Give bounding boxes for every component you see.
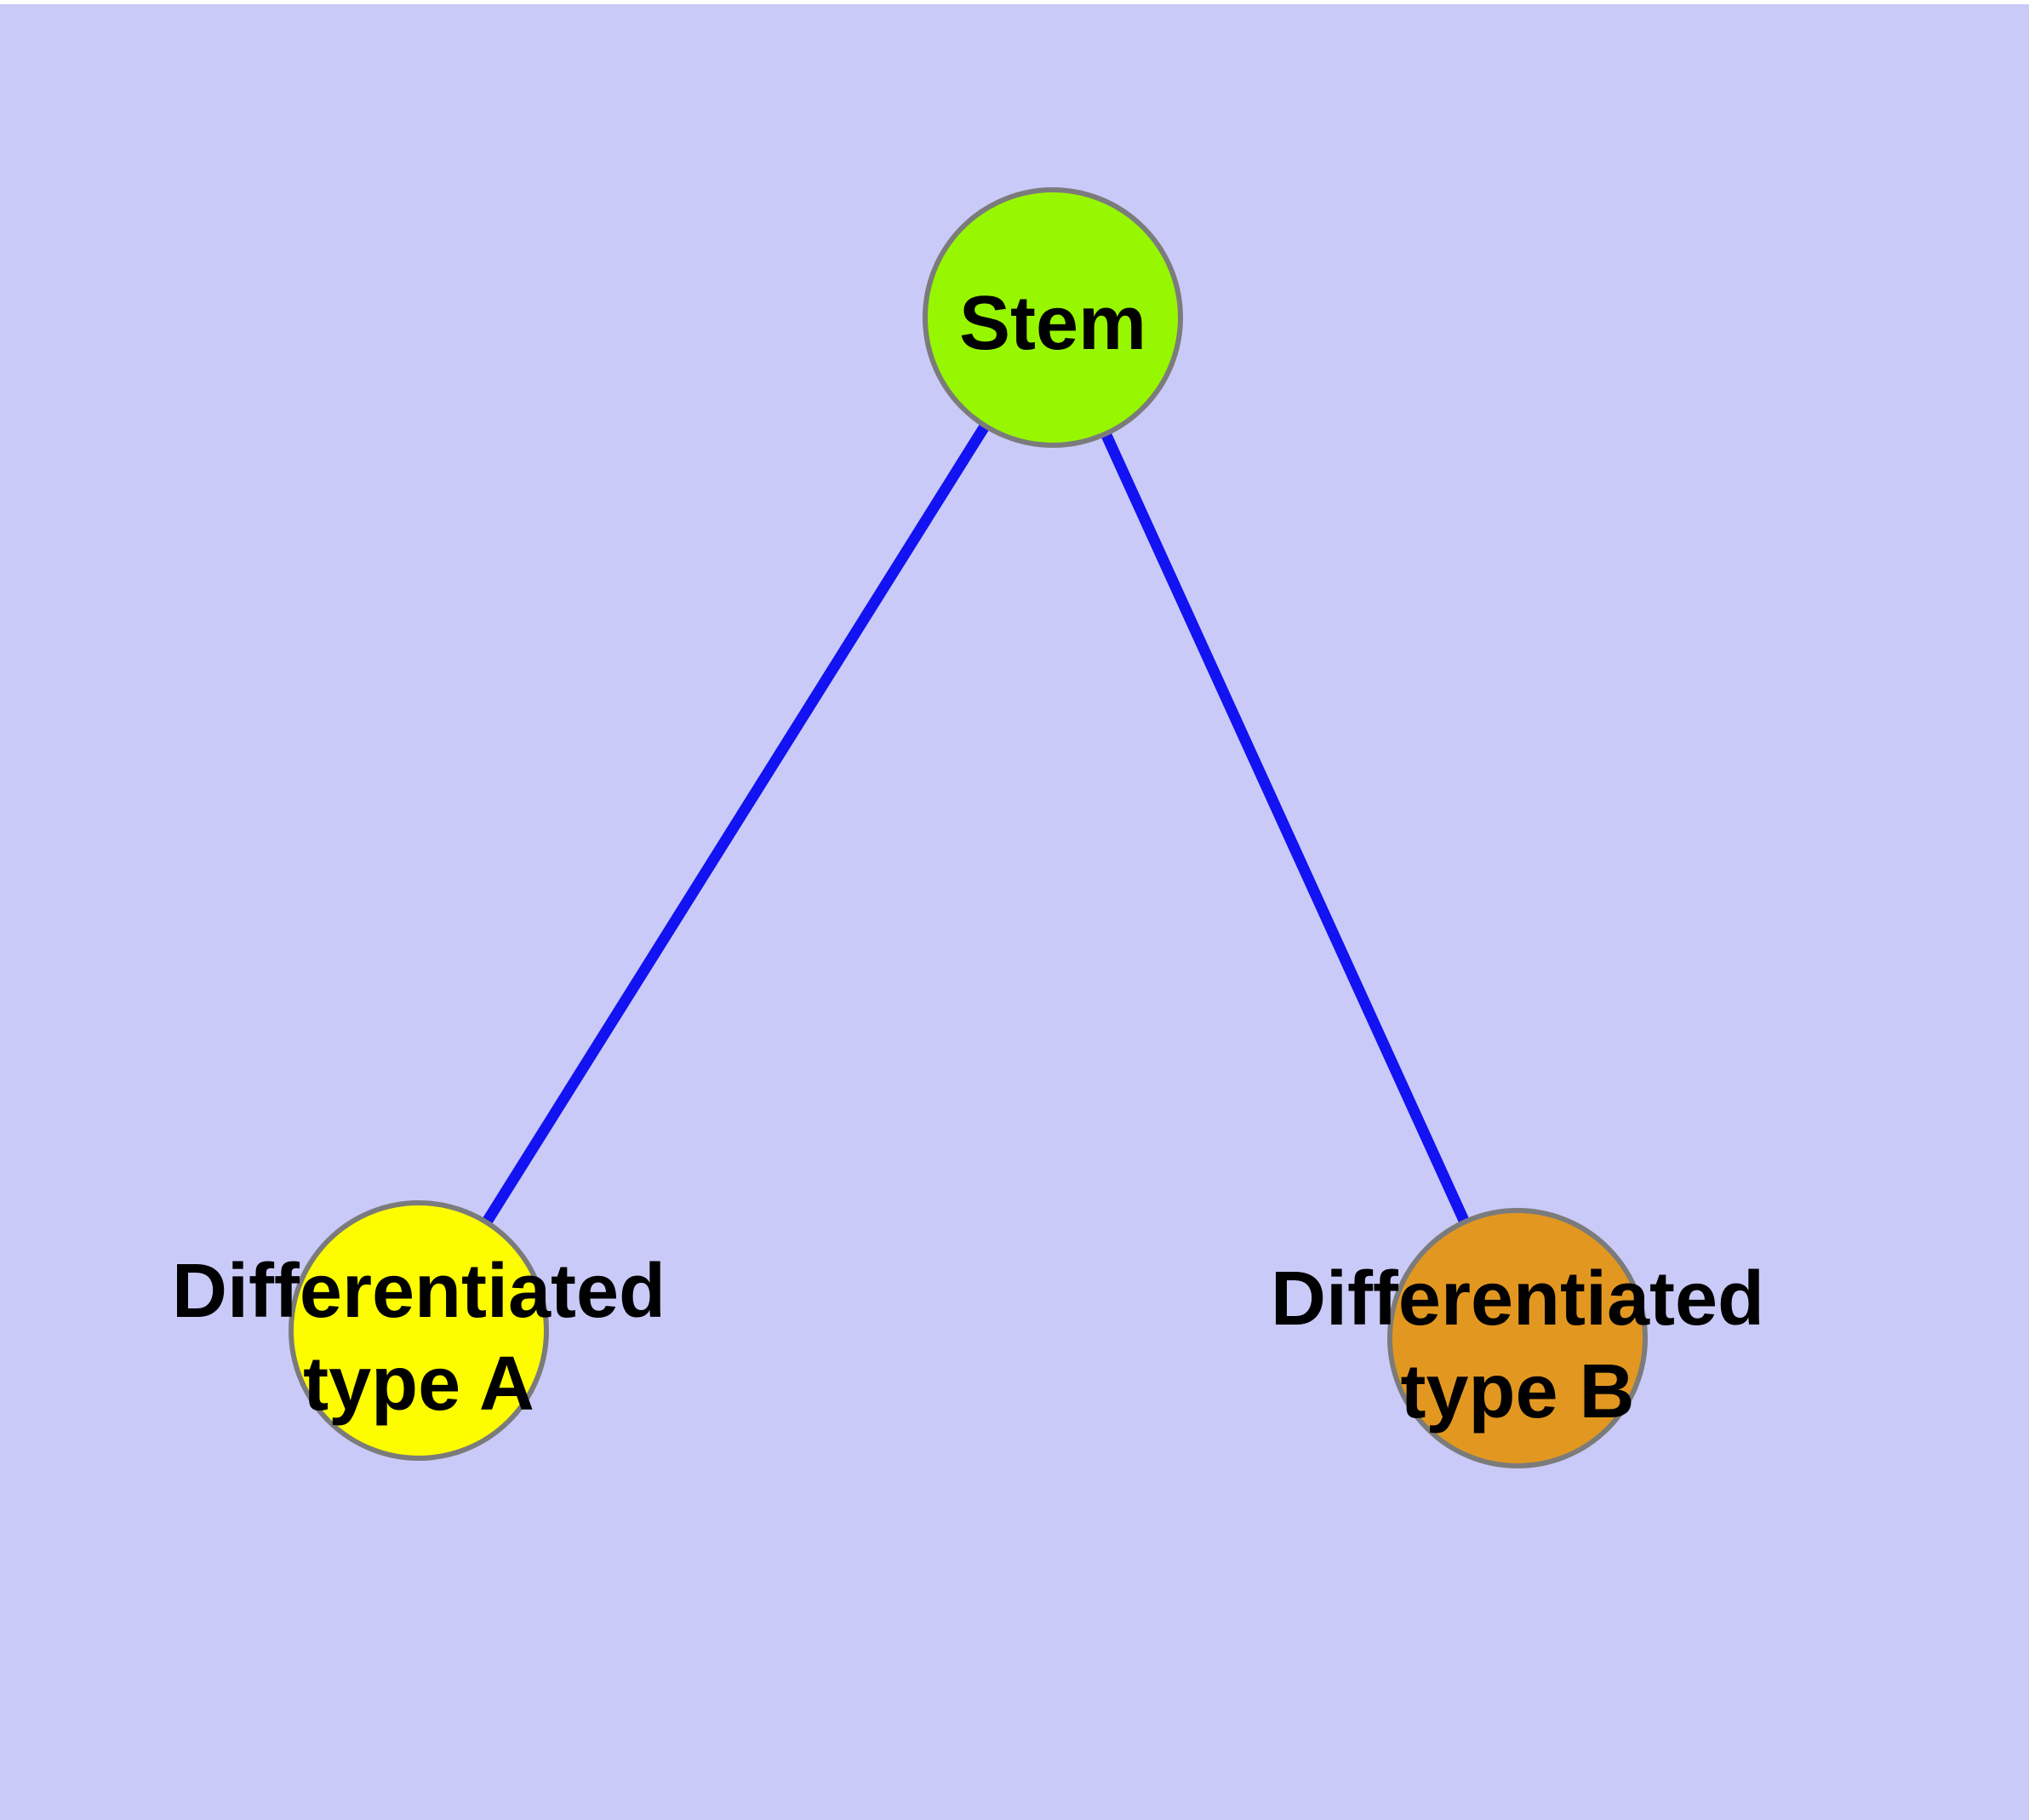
node-type-b-label-line2: type B bbox=[1400, 1349, 1634, 1434]
node-type-b-label-line1: Differentiated bbox=[1271, 1256, 1764, 1342]
node-type-b-circle bbox=[1387, 1208, 1648, 1468]
edge-stem-to-type-b bbox=[1048, 315, 1523, 1341]
node-stem-label: Stem bbox=[959, 281, 1146, 366]
node-stem-circle bbox=[923, 187, 1183, 448]
top-edge-strip bbox=[0, 0, 2029, 4]
edge-stem-to-type-a bbox=[414, 314, 1058, 1334]
node-type-a-label-line1: Differentiated bbox=[172, 1249, 666, 1334]
node-type-a-label-line2: type A bbox=[303, 1342, 534, 1427]
node-type-a-circle bbox=[289, 1200, 549, 1461]
